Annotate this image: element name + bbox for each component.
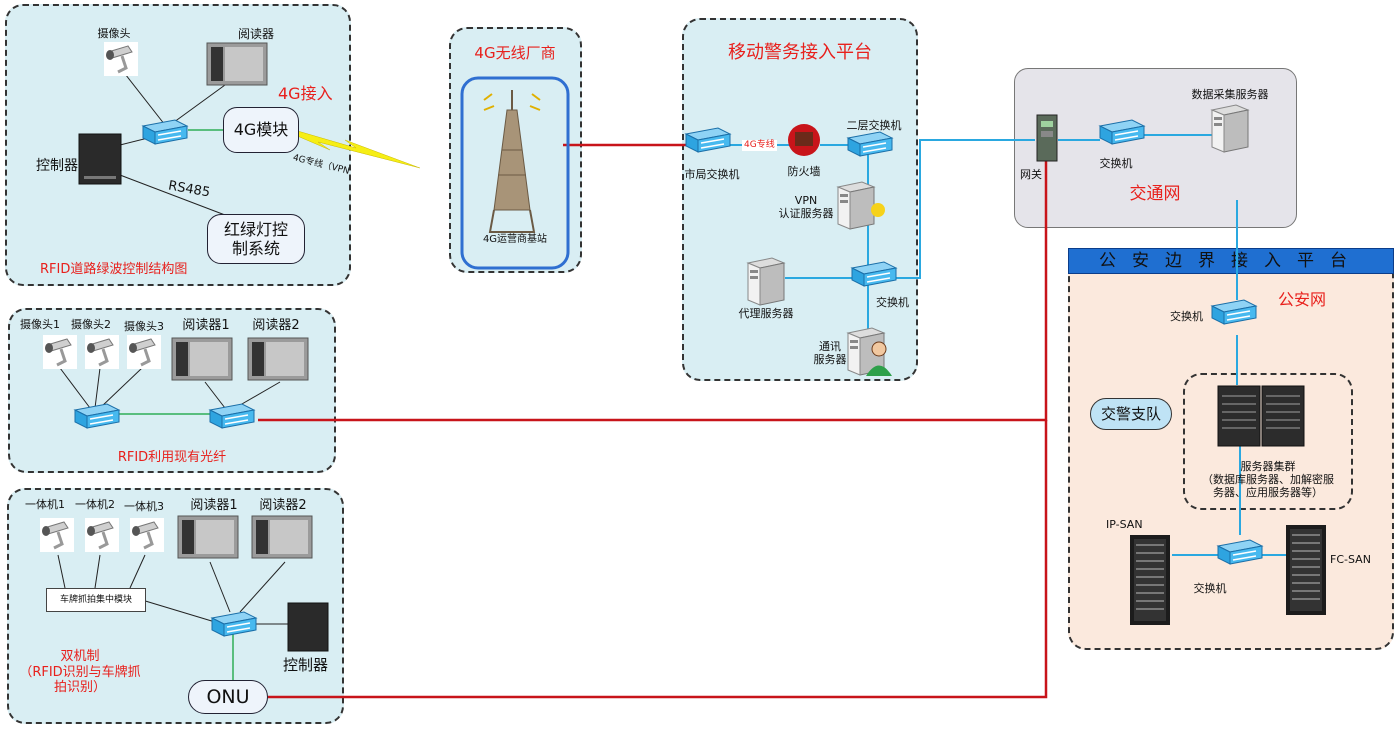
vpn-server-icon <box>837 181 875 230</box>
reader1-icon <box>171 337 233 381</box>
ps-switch-label: 交换机 <box>1170 310 1203 323</box>
dual-reader2-label: 阅读器2 <box>259 498 307 513</box>
camera1-icon <box>41 333 79 371</box>
switch-icon <box>851 261 897 287</box>
vpn-server-label: VPN 认证服务器 <box>778 194 834 221</box>
data-collect-server-label: 数据采集服务器 <box>1191 88 1269 101</box>
city-switch-icon <box>685 127 731 153</box>
vendor-4g-title: 4G无线厂商 <box>474 44 556 62</box>
traffic-light-box: 红绿灯控制系统 <box>207 214 305 264</box>
black-links <box>57 69 292 625</box>
controller-label: 控制器 <box>36 158 78 174</box>
data-collect-server-icon <box>1211 104 1249 153</box>
ip-san-icon <box>1129 534 1171 626</box>
rfid-fiber-title: RFID利用现有光纤 <box>117 450 227 465</box>
user-icon <box>866 341 892 376</box>
dual-mode-title: 双机制 （RFID识别与车牌抓 拍识别） <box>19 649 141 696</box>
aio1-icon <box>38 516 76 554</box>
san-switch-icon <box>1217 539 1263 565</box>
city-switch-label: 市局交换机 <box>684 168 740 181</box>
traffic-police-box: 交警支队 <box>1090 398 1172 430</box>
aio2-label: 一体机2 <box>75 498 115 511</box>
reader1-label: 阅读器1 <box>182 318 230 333</box>
reader-label: 阅读器 <box>237 27 275 41</box>
proxy-server-label: 代理服务器 <box>738 307 794 320</box>
red-links <box>258 143 1048 699</box>
public-security-net-title: 公安网 <box>1278 290 1327 309</box>
camera-icon <box>102 40 140 78</box>
traffic-switch-label: 交换机 <box>1099 157 1133 170</box>
aio3-label: 一体机3 <box>124 500 164 513</box>
switch-label: 交换机 <box>876 296 909 309</box>
module-4g-box: 4G模块 <box>223 107 299 153</box>
aio1-label: 一体机1 <box>25 498 65 511</box>
traffic-net-title: 交通网 <box>1129 184 1181 204</box>
l2-switch-icon <box>847 131 893 157</box>
camera2-icon <box>83 333 121 371</box>
public-security-platform-bar: 公安边界接入平台 <box>1068 248 1394 274</box>
firewall-label: 防火墙 <box>787 165 821 178</box>
panel-mobile-platform <box>682 18 918 381</box>
wireless-bolt <box>259 119 421 169</box>
ps-switch-icon <box>1211 299 1257 325</box>
gateway-label: 网关 <box>1020 168 1042 181</box>
fc-san-label: FC-SAN <box>1330 553 1371 566</box>
fiber-switch2-icon <box>209 403 255 429</box>
panel-traffic-net <box>1014 68 1297 228</box>
camera3-icon <box>125 333 163 371</box>
vpn-key-icon <box>871 203 885 217</box>
l2-switch-label: 二层交换机 <box>846 119 902 132</box>
camera1-label: 摄像头1 <box>20 318 60 331</box>
tower-icon <box>483 90 541 233</box>
base-station-label: 4G运营商基站 <box>482 234 548 245</box>
proxy-server-icon <box>747 257 785 306</box>
san-switch-label: 交换机 <box>1193 582 1227 595</box>
switch-icon <box>142 119 188 145</box>
aio3-icon <box>128 516 166 554</box>
panel-traffic-police <box>1183 373 1353 510</box>
access-4g-label: 4G接入 <box>278 84 333 103</box>
server-cluster-icon <box>1217 385 1305 447</box>
onu-box: ONU <box>188 680 268 714</box>
camera-label: 摄像头 <box>97 27 131 40</box>
plate-module-box: 车牌抓拍集中模块 <box>46 588 146 612</box>
line-4g-label: 4G专线 <box>742 140 777 151</box>
camera2-label: 摄像头2 <box>71 318 111 331</box>
dual-reader1-icon <box>177 515 239 559</box>
reader2-label: 阅读器2 <box>252 318 300 333</box>
server-cluster-label: 服务器集群 （数据库服务器、加解密服 务器、应用服务器等） <box>1202 460 1334 500</box>
controller-icon <box>78 133 122 185</box>
dual-switch-icon <box>211 611 257 637</box>
camera3-label: 摄像头3 <box>124 320 164 333</box>
mobile-platform-title: 移动警务接入平台 <box>728 42 872 63</box>
gateway-icon <box>1036 114 1058 162</box>
dual-controller-icon <box>287 602 329 652</box>
comm-server-label: 通讯 服务器 <box>813 340 847 367</box>
fc-san-icon <box>1285 524 1327 616</box>
dual-controller-label: 控制器 <box>283 656 329 674</box>
reader2-icon <box>247 337 309 381</box>
reader-icon <box>206 42 268 86</box>
aio2-icon <box>83 516 121 554</box>
rfid-green-wave-title: RFID道路绿波控制结构图 <box>40 262 188 277</box>
dual-reader1-label: 阅读器1 <box>190 498 238 513</box>
fiber-switch1-icon <box>74 403 120 429</box>
ip-san-label: IP-SAN <box>1106 518 1143 531</box>
traffic-switch-icon <box>1099 119 1145 145</box>
dual-reader2-icon <box>251 515 313 559</box>
firewall-icon <box>788 124 820 156</box>
base-station-frame <box>460 76 570 270</box>
